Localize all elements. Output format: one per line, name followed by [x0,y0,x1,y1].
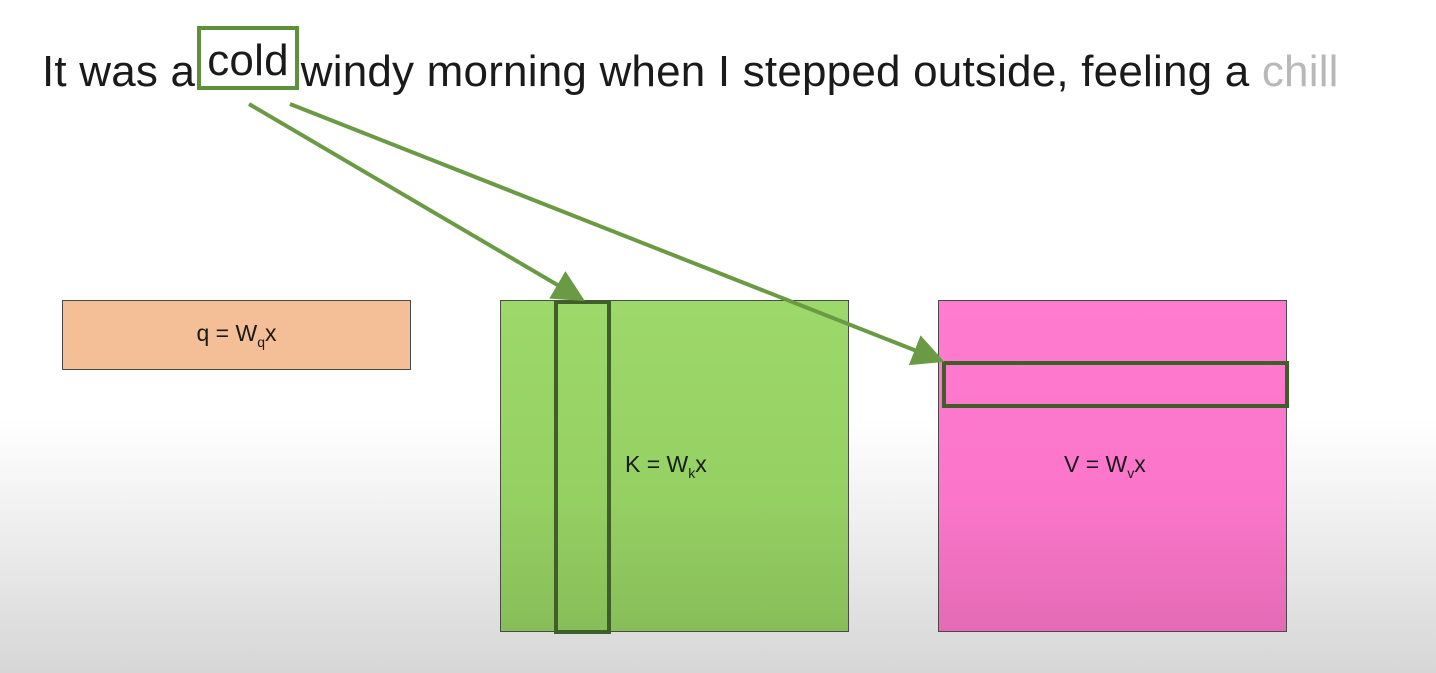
faded-word-chill: chill [1261,47,1339,96]
query-vector-box: q = Wqx [62,300,411,370]
key-formula: K = Wkx [625,451,707,481]
value-formula-lhs: V = W [1064,451,1128,477]
query-formula: q = Wqx [196,320,276,350]
value-matrix [938,300,1287,632]
query-formula-lhs: q = W [196,320,258,346]
highlighted-word-cold: cold [197,26,299,90]
key-formula-rhs: x [695,451,707,477]
sentence-middle: windy morning when I stepped outside, fe… [300,47,1250,96]
query-formula-rhs: x [265,320,277,346]
key-column-highlight [554,300,611,634]
value-formula: V = Wvx [1064,451,1146,481]
query-formula-subscript: q [257,334,265,350]
sentence-prefix: It was a [42,47,196,96]
key-formula-subscript: k [688,465,696,481]
value-row-highlight [942,361,1289,408]
arrow-to-key-column [247,102,585,302]
key-formula-lhs: K = W [625,451,689,477]
value-formula-rhs: x [1134,451,1146,477]
value-formula-subscript: v [1127,465,1135,481]
